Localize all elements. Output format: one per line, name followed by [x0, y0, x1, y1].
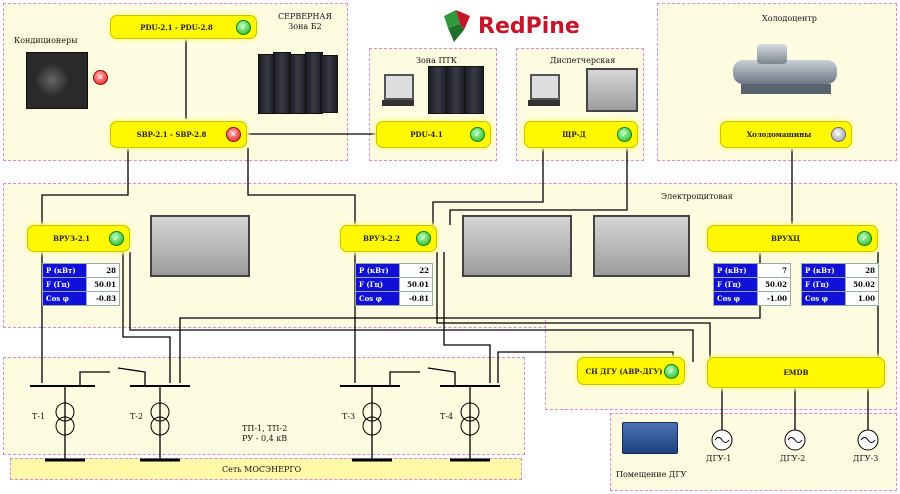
redpine-logo: RedPine — [440, 6, 580, 46]
cross-icon-grey: ✕ — [831, 127, 846, 142]
frequency-label: F (Гц) — [42, 277, 87, 292]
grid-label: Сеть МОСЭНЕРГО — [222, 465, 302, 474]
grid-zone — [10, 458, 522, 480]
pdu-2-1-label: PDU-2.1 - PDU-2.8 — [140, 22, 213, 32]
pdu-4-1-button[interactable]: PDU-4.1 ✓ — [376, 121, 491, 148]
vruz-2-1-button[interactable]: ВРУЗ-2.1 ✓ — [27, 225, 130, 252]
frequency-value: 50.02 — [757, 277, 791, 292]
check-icon: ✓ — [617, 127, 632, 142]
cos-value: -1.00 — [757, 291, 791, 306]
dgu-generator-image — [622, 422, 678, 454]
dispatch-panel-image — [586, 68, 638, 112]
power-label: P (кВт) — [801, 263, 846, 278]
conditioner-image — [26, 52, 88, 109]
check-icon: ✓ — [470, 127, 485, 142]
check-icon: ✓ — [236, 19, 251, 35]
shrd-label: ЩР-Д — [562, 130, 586, 139]
vruz-2-1-measurements: P (кВт)28 F (Гц)50.01 Cos φ-0.83 — [42, 263, 120, 306]
cos-value: -0.83 — [86, 291, 120, 306]
cos-label: Cos φ — [801, 291, 846, 306]
tp-zone — [3, 357, 525, 455]
sbp-2-1-button[interactable]: SBP-2.1 - SBP-2.8 ✕ — [110, 121, 247, 148]
chillers-label: Холодомашины — [746, 130, 812, 139]
chillers-button[interactable]: Холодомашины ✕ — [720, 121, 852, 148]
sn-dgu-label: СН ДГУ (АВР-ДГУ) — [585, 366, 663, 376]
check-icon: ✓ — [857, 231, 872, 246]
dispatch-workstation-image — [528, 72, 560, 108]
power-label: P (кВт) — [42, 263, 87, 278]
check-icon: ✓ — [109, 231, 124, 246]
server-room-label: СЕРВЕРНАЯ Зона Б2 — [278, 12, 332, 31]
tp-label-2: РУ - 0,4 кВ — [242, 434, 288, 443]
vruz-2-2-label: ВРУЗ-2.2 — [363, 234, 400, 243]
emdb-label: EMDB — [783, 368, 809, 377]
frequency-value: 50.01 — [399, 277, 433, 292]
brand-name: RedPine — [478, 13, 580, 39]
frequency-label: F (Гц) — [713, 277, 758, 292]
vruhc-button[interactable]: ВРУХЦ ✓ — [707, 225, 878, 252]
transformer-label-1: Т-1 — [32, 412, 46, 421]
frequency-label: F (Гц) — [355, 277, 400, 292]
dgu-room-label: Помещение ДГУ — [616, 470, 687, 479]
pdu-4-1-label: PDU-4.1 — [410, 130, 443, 139]
generator-label-3: ДГУ-3 — [853, 454, 879, 463]
generator-label-1: ДГУ-1 — [706, 454, 732, 463]
transformer-label-3: Т-3 — [342, 412, 356, 421]
cos-label: Cos φ — [713, 291, 758, 306]
switchgear-panel-3 — [593, 215, 690, 277]
frequency-value: 50.02 — [845, 277, 879, 292]
pine-icon — [444, 10, 470, 42]
power-value: 28 — [86, 263, 120, 278]
ptk-workstation-image — [382, 72, 414, 108]
vruz-2-2-measurements: P (кВт)22 F (Гц)50.01 Cos φ-0.81 — [355, 263, 433, 306]
frequency-value: 50.01 — [86, 277, 120, 292]
vruhc-label: ВРУХЦ — [770, 234, 801, 243]
transformer-label-4: Т-4 — [440, 412, 454, 421]
conditioners-label: Кондиционеры — [14, 36, 78, 45]
vruz-2-1-label: ВРУЗ-2.1 — [53, 234, 90, 243]
shrd-button[interactable]: ЩР-Д ✓ — [524, 121, 638, 148]
ptk-label: Зона ПТК — [416, 56, 457, 65]
power-label: P (кВт) — [355, 263, 400, 278]
cos-value: 1.00 — [845, 291, 879, 306]
dispatch-label: Диспетчерская — [550, 56, 616, 65]
power-value: 28 — [845, 263, 879, 278]
emdb-button[interactable]: EMDB — [707, 357, 885, 388]
ptk-rack-image — [428, 66, 484, 114]
tp-label-1: ТП-1, ТП-2 — [242, 424, 288, 433]
server-racks-image — [258, 52, 338, 114]
cos-label: Cos φ — [355, 291, 400, 306]
power-value: 22 — [399, 263, 433, 278]
power-label: P (кВт) — [713, 263, 758, 278]
frequency-label: F (Гц) — [801, 277, 846, 292]
power-value: 7 — [757, 263, 791, 278]
check-icon: ✓ — [416, 231, 431, 246]
cold-center-label: Холодоцентр — [762, 14, 817, 23]
cos-label: Cos φ — [42, 291, 87, 306]
switchgear-panel-2 — [462, 215, 572, 277]
transformer-label-2: Т-2 — [130, 412, 144, 421]
sn-dgu-button[interactable]: СН ДГУ (АВР-ДГУ) ✓ — [577, 357, 685, 385]
pdu-2-1-button[interactable]: PDU-2.1 - PDU-2.8 ✓ — [110, 15, 257, 39]
check-icon: ✓ — [664, 363, 679, 379]
vruhc-a-measurements: P (кВт)7 F (Гц)50.02 Cos φ-1.00 — [713, 263, 791, 306]
switchgear-panel-1 — [150, 215, 250, 277]
generator-label-2: ДГУ-2 — [780, 454, 806, 463]
switchboard-label: Электрощитовая — [661, 192, 733, 201]
conditioner-status-icon[interactable]: ✕ — [93, 70, 108, 85]
vruz-2-2-button[interactable]: ВРУЗ-2.2 ✓ — [340, 225, 437, 252]
sbp-2-1-label: SBP-2.1 - SBP-2.8 — [136, 130, 207, 139]
cos-value: -0.81 — [399, 291, 433, 306]
chiller-image — [727, 40, 843, 100]
cross-icon: ✕ — [226, 127, 241, 142]
